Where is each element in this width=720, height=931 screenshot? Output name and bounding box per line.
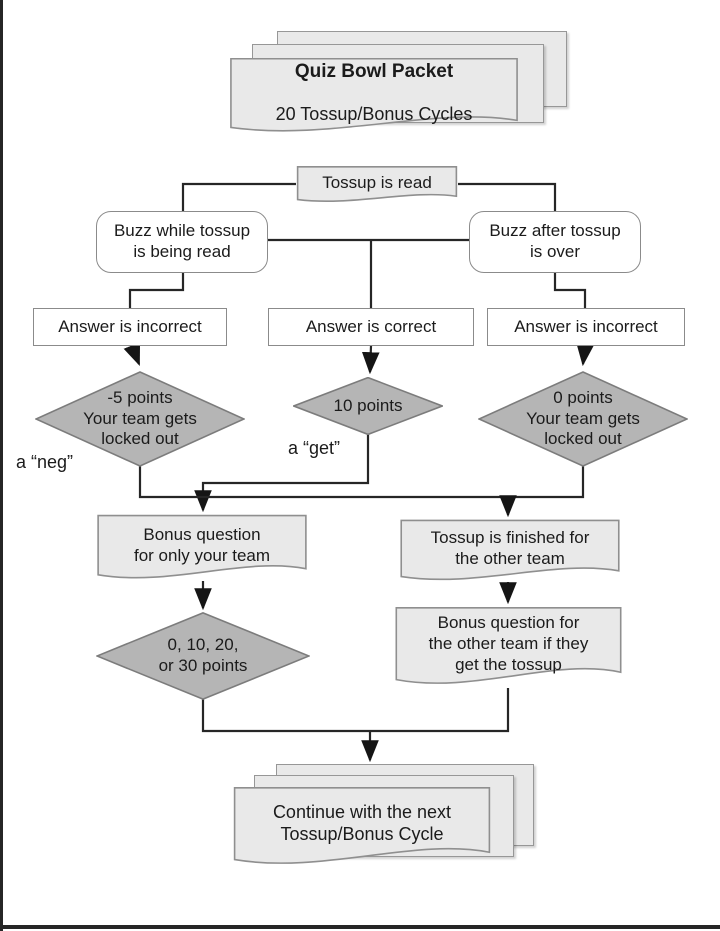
packet-text: Quiz Bowl Packet 20 Tossup/Bonus Cycles <box>228 57 520 145</box>
get-diamond: 10 points <box>293 377 443 435</box>
document-shape <box>228 57 520 145</box>
edge-incorrect-left-to-neg <box>123 342 141 367</box>
bonus-your-team: Bonus question for only your team <box>96 514 308 590</box>
neg-diamond-label: -5 points Your team gets locked out <box>83 387 197 449</box>
edge-tossup-to-buzz-after <box>458 182 557 212</box>
neg-diamond: -5 points Your team gets locked out <box>35 371 245 467</box>
edge-merge-rail <box>201 688 510 733</box>
diamond-shape <box>478 371 688 467</box>
page-edge-left <box>0 0 3 931</box>
get-diamond-label: 10 points <box>333 395 403 415</box>
zero-diamond-label: 0 points Your team gets locked out <box>526 387 640 449</box>
buzz-after-over: Buzz after tossup is over <box>469 211 641 273</box>
zero-diamond: 0 points Your team gets locked out <box>478 371 688 467</box>
bonus-points-diamond: 0, 10, 20, or 30 points <box>96 612 310 700</box>
quiz-bowl-packet: Quiz Bowl Packet 20 Tossup/Bonus Cycles <box>228 57 520 145</box>
continue-next-cycle: Continue with the next Tossup/Bonus Cycl… <box>232 786 492 878</box>
tossup-finished-label: Tossup is finished for the other team <box>430 528 590 568</box>
bonus-points-label: 0, 10, 20, or 30 points <box>158 635 248 675</box>
neg-annotation: a “neg” <box>16 452 74 472</box>
edge-lockout-rail <box>138 466 585 499</box>
document-shape <box>96 514 308 590</box>
diamond-shape <box>293 377 443 435</box>
edge-correct-to-get <box>361 345 380 375</box>
answer-incorrect-left: Answer is incorrect <box>33 308 227 346</box>
document-shape <box>399 519 621 591</box>
answer-incorrect-right: Answer is incorrect <box>487 308 685 346</box>
continue-next-cycle-label: Continue with the next Tossup/Bonus Cycl… <box>272 802 452 844</box>
packet-subtitle: 20 Tossup/Bonus Cycles <box>275 103 473 124</box>
bonus-other-team: Bonus question for the other team if the… <box>394 606 623 698</box>
bonus-other-team-label: Bonus question for the other team if the… <box>428 613 589 674</box>
buzz-while-read: Buzz while tossup is being read <box>96 211 268 273</box>
tossup-is-read: Tossup is read <box>296 166 458 208</box>
page-edge-bottom <box>0 925 720 929</box>
document-shape <box>296 166 458 208</box>
edge-buzz-during-to-incorrect <box>128 273 185 309</box>
packet-title: Quiz Bowl Packet <box>294 61 454 83</box>
diamond-shape <box>35 371 245 467</box>
bonus-your-team-label: Bonus question for only your team <box>133 524 271 565</box>
document-shape <box>232 786 492 878</box>
document-shape <box>394 606 623 698</box>
edge-tossup-to-buzz-during <box>181 182 296 212</box>
edge-incorrect-right-to-zero <box>576 343 594 367</box>
get-annotation: a “get” <box>288 438 341 458</box>
answer-correct: Answer is correct <box>268 308 474 346</box>
edge-buzz-after-to-incorrect <box>553 273 587 309</box>
diamond-shape <box>96 612 310 700</box>
tossup-finished-other-team: Tossup is finished for the other team <box>399 519 621 591</box>
tossup-is-read-label: Tossup is read <box>322 173 432 193</box>
